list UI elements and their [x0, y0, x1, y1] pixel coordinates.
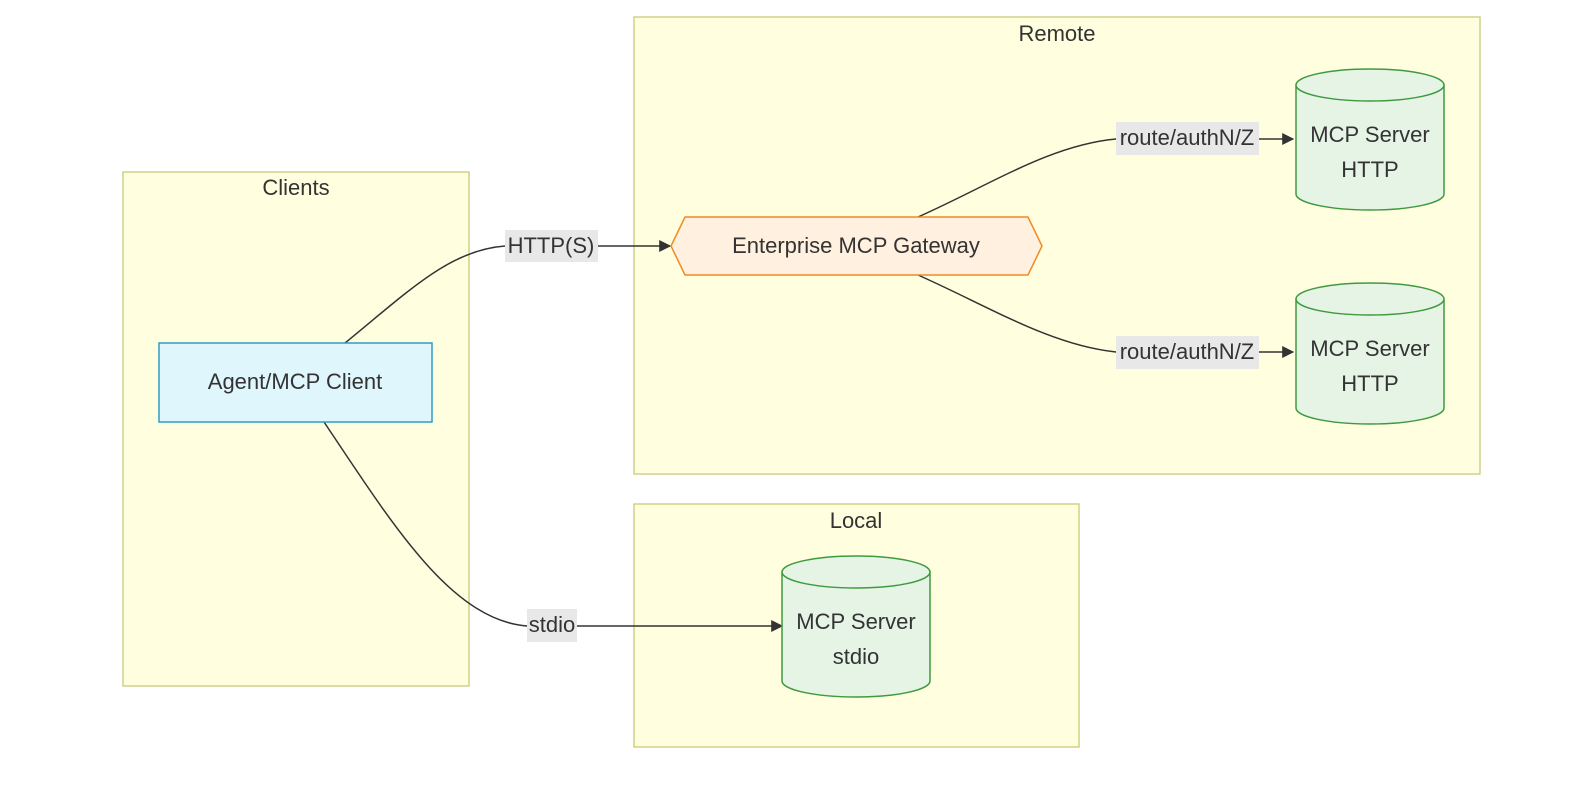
node-agent-client[interactable]: Agent/MCP Client: [158, 342, 433, 423]
edge-client-to-gateway-label: HTTP(S): [508, 233, 595, 258]
edge-client-to-gateway-line: [344, 240, 672, 344]
server-http-2-cylinder-top: [1295, 282, 1445, 316]
server-stdio-cylinder-top: [781, 555, 931, 589]
edge-client-to-stdio-label: stdio: [529, 612, 575, 637]
edge-gateway-to-server-1-line: [917, 133, 1295, 218]
server-http-2-cylinder[interactable]: [1295, 299, 1445, 425]
server-stdio-label-line2: stdio: [833, 644, 879, 669]
edge-client-to-stdio: stdio: [323, 421, 784, 642]
server-http-2-label-line2: HTTP: [1341, 371, 1398, 396]
server-http-1-cylinder-top: [1295, 68, 1445, 102]
edge-gateway-to-server-1-label-bg: [1116, 122, 1259, 155]
agent-client-box[interactable]: [158, 342, 433, 423]
agent-client-label: Agent/MCP Client: [208, 369, 382, 394]
edge-gateway-to-server-2: route/authN/Z: [917, 274, 1295, 369]
server-http-1-label-line2: HTTP: [1341, 157, 1398, 182]
edge-client-to-stdio-line: [323, 421, 784, 632]
edge-gateway-to-server-1-label: route/authN/Z: [1120, 125, 1255, 150]
gateway-hexagon[interactable]: [670, 216, 1043, 276]
edge-gateway-to-server-1: route/authN/Z: [917, 122, 1295, 218]
node-server-http-1[interactable]: MCP Server HTTP: [1295, 68, 1445, 211]
edge-gateway-to-server-2-label: route/authN/Z: [1120, 339, 1255, 364]
edge-gateway-to-server-2-label-bg: [1116, 336, 1259, 369]
gateway-label: Enterprise MCP Gateway: [732, 233, 980, 258]
edge-client-to-stdio-label-bg: [527, 609, 577, 642]
edge-client-to-gateway: HTTP(S): [344, 230, 672, 344]
cluster-clients-box: [122, 171, 470, 687]
server-stdio-cylinder[interactable]: [781, 572, 931, 698]
node-server-stdio[interactable]: MCP Server stdio: [781, 555, 931, 698]
server-http-1-label-line1: MCP Server: [1310, 122, 1429, 147]
cluster-clients: Clients: [122, 171, 470, 687]
server-stdio-label-line1: MCP Server: [796, 609, 915, 634]
server-http-2-label-line1: MCP Server: [1310, 336, 1429, 361]
edge-client-to-gateway-label-bg: [505, 230, 598, 262]
cluster-clients-label: Clients: [262, 175, 329, 200]
server-http-1-cylinder[interactable]: [1295, 85, 1445, 211]
edge-gateway-to-server-2-line: [917, 274, 1295, 358]
node-server-http-2[interactable]: MCP Server HTTP: [1295, 282, 1445, 425]
cluster-remote-label: Remote: [1018, 21, 1095, 46]
cluster-local-label: Local: [830, 508, 883, 533]
node-gateway[interactable]: Enterprise MCP Gateway: [670, 216, 1043, 276]
